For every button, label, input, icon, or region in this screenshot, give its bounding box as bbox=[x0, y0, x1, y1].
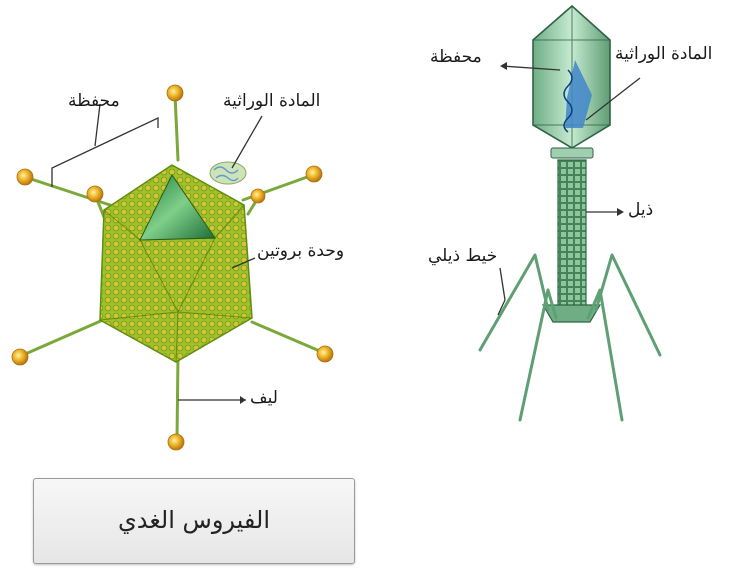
adenovirus-capsid-label: محفظة bbox=[68, 93, 120, 110]
phage-capsid-label: محفظة bbox=[430, 49, 482, 66]
adenovirus-protein-unit-label: وحدة بروتين bbox=[257, 243, 344, 260]
phage-genetic-material-label: المادة الوراثية bbox=[615, 46, 712, 63]
adenovirus bbox=[12, 85, 333, 450]
adenovirus-fiber-label: ليف bbox=[250, 390, 278, 407]
phage-collar bbox=[551, 148, 593, 158]
adenovirus-genetic-material-label: المادة الوراثية bbox=[223, 93, 320, 110]
phage-tail bbox=[558, 160, 586, 310]
adenovirus-caption-box: الفيروس الغدي bbox=[33, 478, 355, 564]
phage-tail-label: ذيل bbox=[628, 202, 653, 219]
adenovirus-caption: الفيروس الغدي bbox=[34, 506, 354, 534]
genetic-material-blob bbox=[210, 162, 246, 184]
phage-tail-fiber-label: خيط ذيلي bbox=[428, 248, 497, 265]
